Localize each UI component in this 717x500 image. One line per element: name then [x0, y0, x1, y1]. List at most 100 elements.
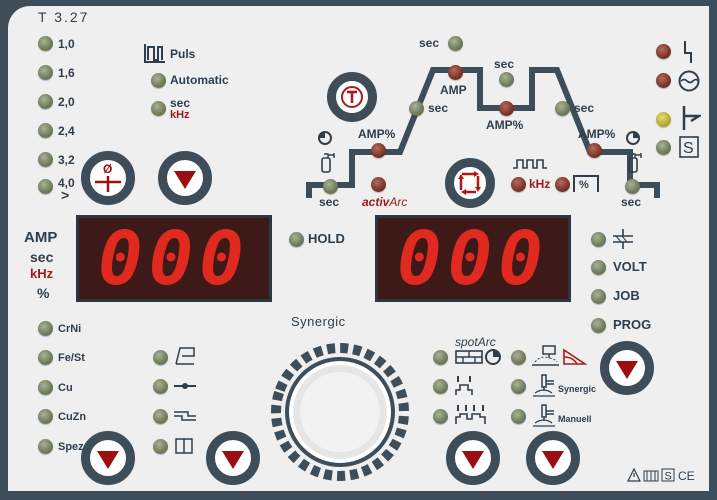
label-synergic-mode: Synergic	[558, 384, 597, 394]
fillet-weld-icon	[175, 347, 195, 365]
thermometer-icon	[682, 106, 701, 130]
pulse-balance-icon: %	[573, 175, 599, 192]
led-diameter-2-4	[37, 122, 53, 138]
label-diameter: 2,4	[58, 124, 75, 138]
post-gas-timer-icon	[626, 131, 640, 145]
led-synergic	[510, 378, 526, 394]
led-coolant	[655, 72, 671, 88]
two-stroke-icon	[455, 376, 473, 395]
s-mark-icon: S	[679, 136, 699, 158]
led-pulse-sec-khz	[150, 100, 166, 116]
trigger-t-icon	[341, 86, 363, 108]
material-select-button[interactable]	[81, 431, 135, 485]
led-material-spez	[37, 438, 53, 454]
warning-icon	[627, 467, 641, 482]
led-s-mark	[655, 139, 671, 155]
label-arc: Arc	[389, 195, 408, 209]
label-diameter: 1,0	[58, 37, 75, 51]
label-amp-pct: AMP%	[578, 127, 616, 141]
parameter-select-button[interactable]	[600, 341, 654, 395]
led-activarc	[370, 176, 386, 192]
cycle-arrows-icon	[458, 171, 481, 195]
label-activ: activ	[362, 195, 390, 209]
led-spotarc	[432, 349, 448, 365]
label-pct: %	[579, 179, 589, 191]
led-diameter-2-0	[37, 93, 53, 109]
fault-lightning-icon	[684, 41, 692, 63]
operating-mode-button[interactable]	[446, 431, 500, 485]
label-arc: Arc	[477, 335, 496, 349]
arc-length-icon	[613, 229, 633, 249]
led-gas-prefLow-sec	[322, 178, 338, 194]
down-arrow-icon	[97, 451, 119, 469]
unit-amp: AMP	[24, 229, 58, 246]
model-label: T 3.27	[38, 9, 90, 25]
led-hold	[288, 231, 304, 247]
spotarc-icon	[455, 349, 501, 365]
label-khz: kHz	[170, 109, 190, 121]
led-job	[590, 288, 606, 304]
label-spot: spot	[455, 335, 478, 349]
lap-weld-icon	[174, 411, 196, 421]
label-volt: VOLT	[613, 259, 647, 274]
label-automatic: Automatic	[170, 73, 229, 87]
led-tig-hf	[510, 349, 526, 365]
joint-select-button[interactable]	[206, 431, 260, 485]
label-sec: sec	[494, 57, 515, 71]
led-diameter-1-6	[37, 64, 53, 80]
led-automatic	[150, 72, 166, 88]
tig-start-icon	[532, 345, 587, 366]
led-gas-post-sec	[624, 178, 640, 194]
manual-icon	[643, 470, 659, 482]
label-sec: sec	[419, 36, 440, 50]
control-knob[interactable]	[268, 335, 418, 485]
led-diameter-1-0	[37, 35, 53, 51]
led-joint-butt	[152, 378, 168, 394]
down-arrow-icon	[542, 451, 564, 469]
pulse-wave-icon	[513, 159, 547, 169]
led-upslope-sec	[408, 100, 424, 116]
unit-khz: kHz	[30, 266, 54, 281]
label-khz: kHz	[529, 177, 551, 191]
coolant-icon	[678, 70, 700, 92]
led-material-crni	[37, 320, 53, 336]
diameter-select-button[interactable]: Ø	[81, 151, 135, 205]
svg-text:Ø: Ø	[103, 162, 112, 176]
display-right-value: 000	[397, 215, 549, 302]
down-arrow-icon	[222, 451, 244, 469]
led-joint-lap	[152, 408, 168, 424]
led-diameter-4-0	[37, 178, 53, 194]
label-sec: sec	[574, 101, 595, 115]
label-job: JOB	[613, 288, 640, 303]
label-manuell: Manuell	[558, 414, 592, 424]
svg-text:S: S	[665, 471, 672, 483]
led-material-cu	[37, 379, 53, 395]
pre-gas-timer-icon	[318, 131, 332, 145]
label-sec: sec	[170, 96, 191, 110]
butt-weld-icon	[174, 383, 196, 389]
parameter-cycle-button[interactable]	[445, 158, 495, 208]
gas-bottle-icon	[628, 153, 642, 173]
welding-process-button[interactable]	[526, 431, 580, 485]
label-activarc: activArc	[362, 196, 407, 208]
electrode-diameter-icon: Ø	[95, 162, 121, 192]
label-amp: AMP	[440, 83, 467, 97]
led-secondary-current	[498, 100, 514, 116]
label-material: Cu	[58, 382, 73, 394]
trigger-mode-button[interactable]	[327, 72, 377, 122]
four-stroke-icon	[455, 405, 486, 424]
led-material-fest	[37, 349, 53, 365]
led-joint-corner	[152, 438, 168, 454]
label-sec: sec	[621, 195, 642, 209]
led-diameter-3-2	[37, 151, 53, 167]
unit-sec: sec	[30, 249, 54, 265]
display-right: 000	[375, 215, 571, 302]
led-error	[655, 43, 671, 59]
led-main-current	[447, 64, 463, 80]
pulse-select-button[interactable]	[158, 151, 212, 205]
ce-mark-icon: CE	[678, 469, 695, 483]
s-mark-icon	[661, 468, 675, 482]
label-material: CuZn	[58, 411, 87, 423]
label-hold: HOLD	[308, 231, 345, 246]
label-diameter: 2,0	[58, 95, 75, 109]
